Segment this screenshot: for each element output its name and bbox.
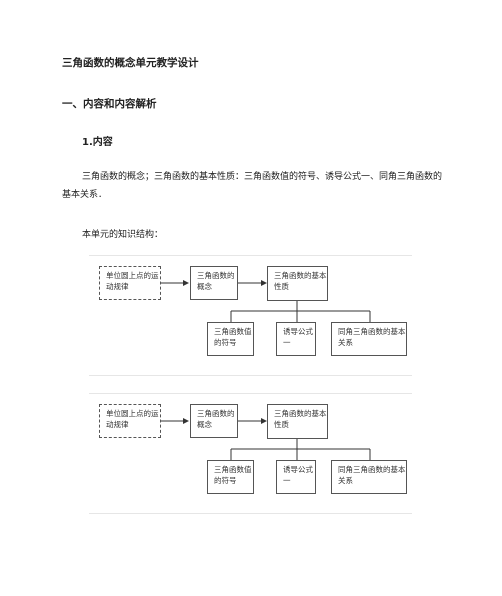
diagram-top-rule <box>89 255 412 256</box>
structure-intro: 本单元的知识结构： <box>82 230 164 240</box>
diagram-connectors <box>161 418 371 460</box>
subsection-heading: 1.内容 <box>82 137 113 148</box>
box-properties: 三角函数的基本性质 <box>267 266 328 301</box>
box-sign: 三角函数值的符号 <box>207 322 254 356</box>
diagram-bottom-rule <box>89 375 412 376</box>
box-induction: 诱导公式一 <box>276 460 316 494</box>
box-relation: 同角三角函数的基本关系 <box>331 460 407 494</box>
knowledge-structure-diagram: 单位圆上点的运动规律 三角函数的概念 三角函数的基本性质 三角函数值的符号 诱导… <box>89 393 412 514</box>
section-heading: 一、内容和内容解析 <box>62 98 157 110</box>
box-unit-circle: 单位圆上点的运动规律 <box>99 404 161 438</box>
box-concept: 三角函数的概念 <box>190 266 238 300</box>
diagram-connectors <box>161 280 371 322</box>
box-properties: 三角函数的基本性质 <box>267 404 328 439</box>
diagram-bottom-rule <box>89 513 412 514</box>
content-paragraph: 三角函数的概念；三角函数的基本性质：三角函数值的符号、诱导公式一、同角三角函数的… <box>62 172 443 200</box>
knowledge-structure-diagram: 单位圆上点的运动规律 三角函数的概念 三角函数的基本性质 三角函数值的符号 诱导… <box>89 255 412 376</box>
box-relation: 同角三角函数的基本关系 <box>331 322 407 356</box>
box-induction: 诱导公式一 <box>276 322 316 356</box>
box-sign: 三角函数值的符号 <box>207 460 254 494</box>
box-unit-circle: 单位圆上点的运动规律 <box>99 266 161 300</box>
document-title: 三角函数的概念单元教学设计 <box>62 57 199 69</box>
box-concept: 三角函数的概念 <box>190 404 238 438</box>
diagram-top-rule <box>89 393 412 394</box>
